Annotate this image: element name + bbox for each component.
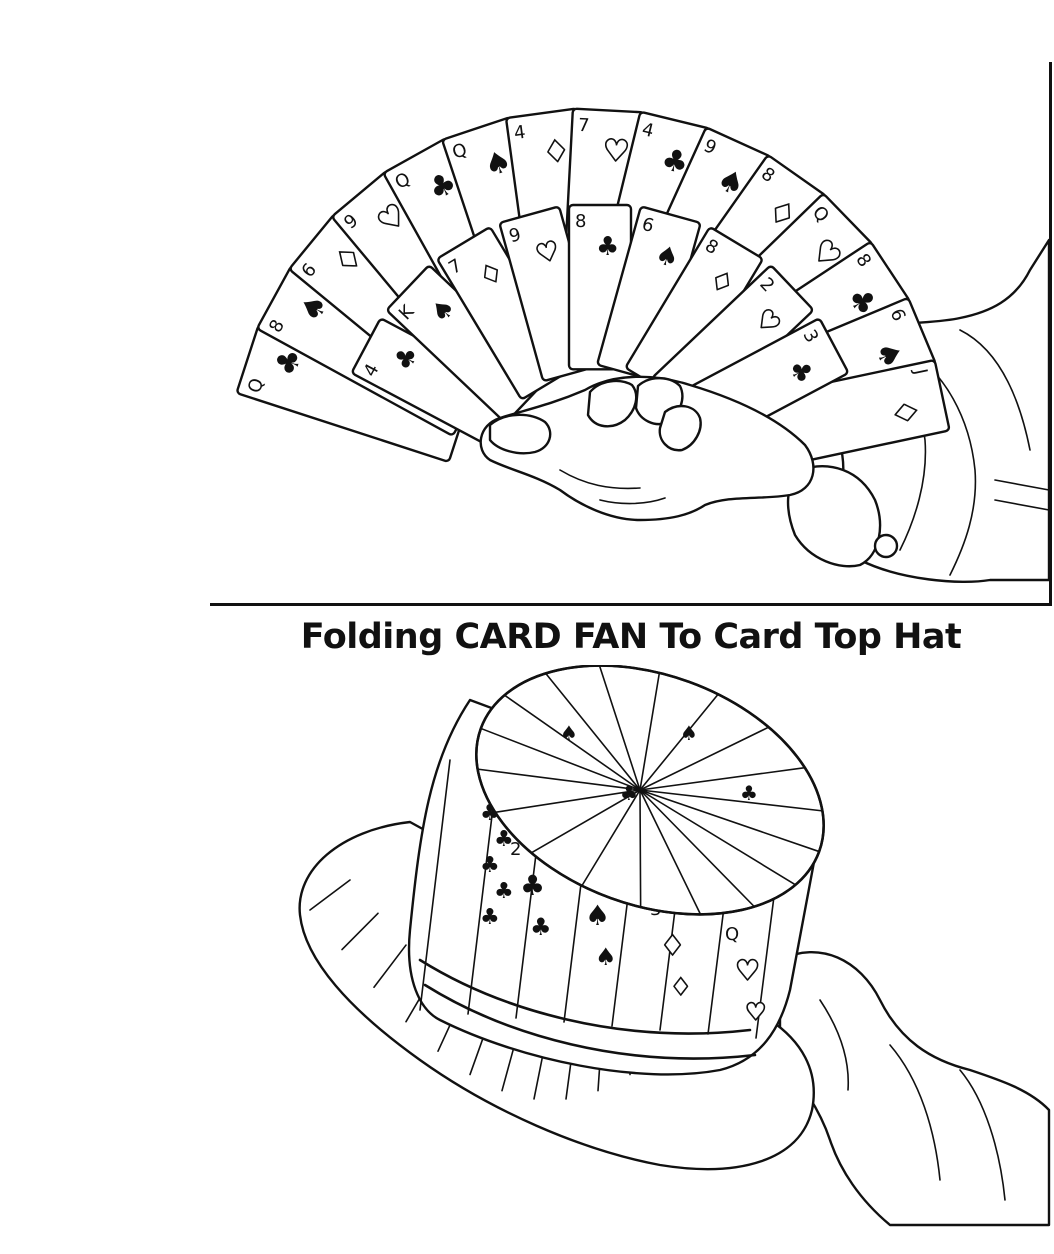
hat-top-card-edge — [598, 665, 641, 791]
card-index-label: J — [909, 366, 931, 377]
hat-top-card-edge — [639, 789, 820, 853]
card-index-label: 6 — [640, 214, 657, 237]
section-divider — [210, 603, 1052, 606]
arm — [778, 950, 1051, 1227]
hat-top-card-edge — [503, 694, 641, 791]
card-suit-icon: ♣ — [480, 853, 500, 878]
hat-top-card-edge — [639, 693, 719, 791]
card-suit-icon: ♣ — [530, 913, 552, 941]
card-index-label: 9 — [507, 224, 524, 247]
card-index-label: 4 — [513, 122, 527, 144]
hat-top-card-edge — [530, 789, 641, 854]
hat-top-card-edge — [544, 672, 641, 791]
card-suit-icon: ♣ — [480, 905, 500, 930]
hat-top-card-edge — [639, 789, 756, 908]
hat-top-card-edge — [480, 727, 641, 791]
playing-card: 8♦ — [625, 227, 763, 400]
card-index-label: Q — [450, 139, 470, 163]
card-suit-icon: ♥ — [602, 133, 631, 169]
hat-top-card-edge — [581, 789, 641, 887]
card-suit-icon: ♥ — [735, 954, 760, 987]
card-index-label: 7 — [577, 115, 590, 137]
card-suit-icon: ♣ — [740, 781, 758, 805]
hat-top-card-edge — [476, 768, 641, 791]
hat-top-card-edge — [639, 672, 661, 791]
hat-top-card-edge — [639, 789, 797, 886]
card-fan-in-hand-icon: Q♣8♠6♦9♥Q♣Q♠4♦7♥4♣9♠8♦Q♥8♣6♠J♦ 4♣K♠7♦9♥8… — [236, 107, 1051, 583]
card-index-label: Q — [244, 376, 268, 396]
brim-stripe — [309, 879, 351, 911]
cuff-button-icon — [873, 533, 899, 559]
brim-stripe — [373, 944, 407, 989]
card-suit-icon: ♥ — [745, 998, 767, 1026]
cuff — [786, 465, 882, 568]
hat-top-cards: ♠ ♣ ♠ ♣ — [476, 665, 824, 916]
card-suit-icon: ♦ — [660, 929, 685, 962]
crown-card-edge — [419, 759, 451, 1011]
card-suit-icon: ♠ — [560, 721, 578, 745]
hat-top-card-edge — [639, 789, 642, 908]
hand — [479, 375, 815, 522]
card-suit-icon: ♣ — [494, 879, 514, 904]
hat-top-card-edge — [639, 789, 702, 916]
hat-top-card-edge — [639, 789, 824, 812]
card-index-label: 2 — [510, 839, 521, 860]
hat-top-card-edge — [639, 766, 806, 791]
card-suit-icon: ♣ — [520, 869, 545, 902]
page-title: Folding CARD FAN To Card Top Hat — [300, 617, 962, 657]
hat-top-card-edge — [494, 789, 641, 814]
card-suit-icon: ♠ — [585, 899, 610, 932]
card-suit-icon: ♣ — [494, 827, 514, 852]
card-suit-icon: ♠ — [680, 721, 698, 745]
card-index-label: 8 — [575, 211, 586, 232]
hat-top-card-edge — [639, 726, 770, 791]
card-suit-icon: ♣ — [620, 781, 638, 805]
card-top-hat-icon: 2♣♣7♠♠3♦♦Q♥♥♣♣♣♣♣ ♠♣♠♣ — [298, 665, 1051, 1227]
right-border-line — [1049, 62, 1052, 606]
inner-card-fan: 4♣K♠7♦9♥8♣6♠8♦2♥3♣ — [351, 203, 849, 450]
card-suit-icon: ♣ — [596, 232, 619, 262]
card-suit-icon: ♦ — [541, 133, 572, 171]
card-index-label: 4 — [640, 119, 656, 142]
brim-stripe — [341, 912, 379, 951]
card-suit-icon: ♦ — [670, 973, 692, 1001]
card-suit-icon: ♠ — [595, 943, 617, 971]
card-index-label: Q — [725, 924, 739, 945]
